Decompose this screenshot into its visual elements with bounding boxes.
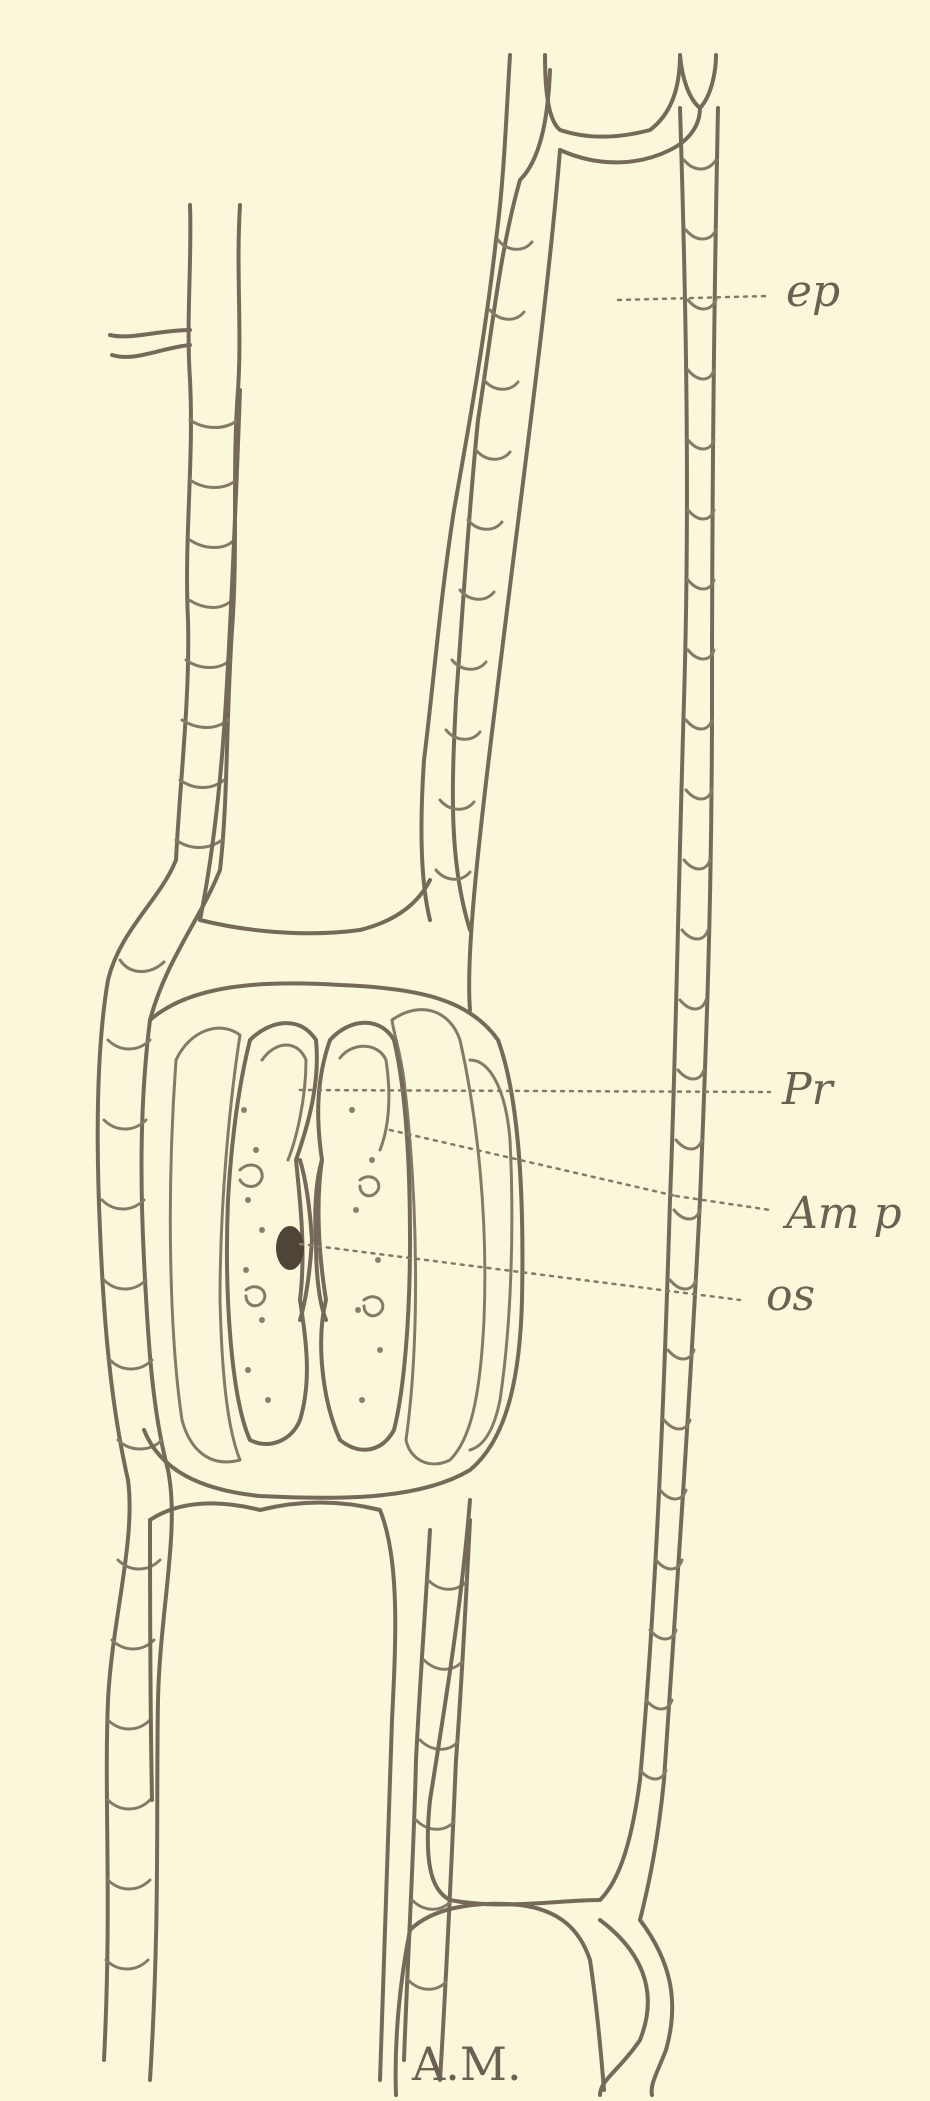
labels: ep Pr Am p os A.M.	[411, 266, 902, 2091]
label-am: A.M.	[411, 2037, 522, 2091]
lower-left-cell	[150, 1503, 395, 2081]
central-cell-wall	[404, 55, 550, 2080]
leader-pr	[300, 1090, 770, 1092]
left-cell-wall	[98, 205, 240, 2080]
label-pr: Pr	[781, 1064, 836, 1115]
leader-ep	[618, 296, 768, 300]
label-ep: ep	[786, 266, 840, 317]
label-os: os	[766, 1270, 815, 1321]
label-amp: Am p	[782, 1188, 902, 1239]
stomatal-complex	[144, 983, 522, 1497]
leader-amp-a	[390, 1130, 676, 1196]
leader-os	[300, 1244, 740, 1300]
right-cell-column	[428, 55, 718, 2095]
leader-amp-b	[676, 1196, 770, 1210]
